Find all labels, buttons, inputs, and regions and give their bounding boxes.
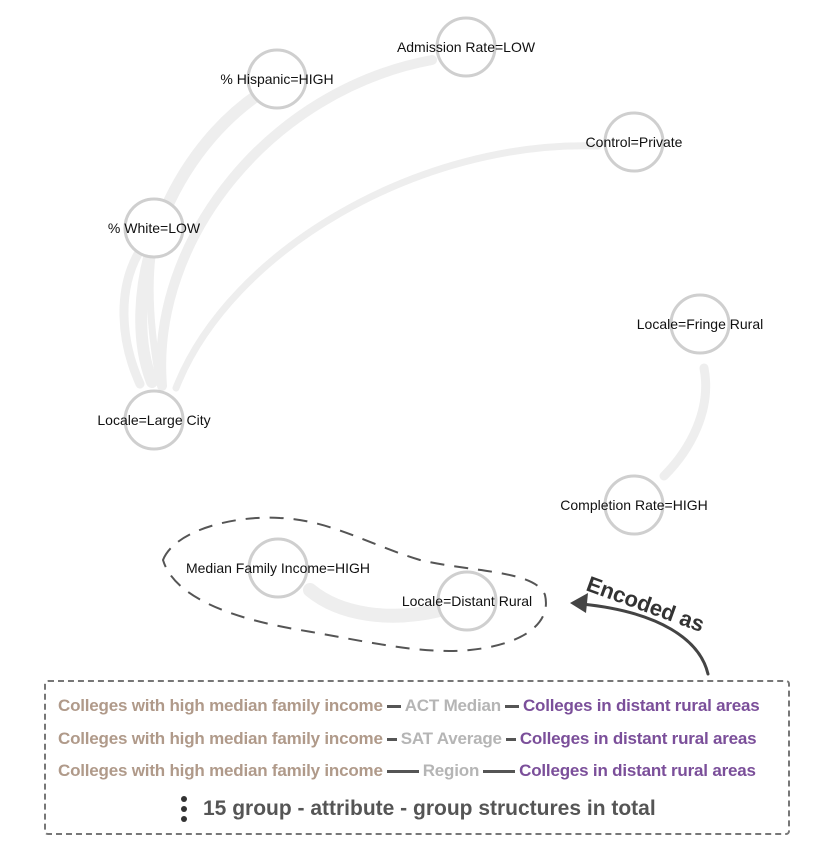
legend-row: Colleges with high median family income … — [58, 694, 760, 718]
node-large-city-label: Locale=Large City — [97, 412, 210, 428]
node-admission-label: Admission Rate=LOW — [397, 39, 536, 55]
attribute-label: Region — [422, 761, 480, 780]
group-b-label: Colleges in distant rural areas — [519, 729, 757, 748]
node-admission-circle[interactable] — [435, 16, 497, 78]
attribute-label: SAT Average — [400, 729, 502, 748]
connector — [386, 769, 419, 773]
connector — [386, 704, 401, 708]
node-distant-rural-circle[interactable] — [436, 570, 498, 632]
node-white-circle[interactable] — [123, 197, 185, 259]
structures-legend: Colleges with high median family income … — [44, 680, 790, 835]
edge-large-city-admission — [156, 55, 437, 391]
node-hispanic-label: % Hispanic=HIGH — [220, 71, 333, 87]
node-control-circle[interactable] — [603, 111, 665, 173]
encoded-as-arrow — [580, 602, 710, 676]
edges — [119, 55, 711, 623]
edge-large-city-white-2 — [146, 252, 164, 388]
node-control-label: Control=Private — [586, 134, 683, 150]
graph-diagram: Admission Rate=LOW % Hispanic=HIGH Contr… — [97, 16, 763, 676]
connector — [504, 704, 519, 708]
attribute-label: ACT Median — [404, 696, 501, 715]
node-fringe-label: Locale=Fringe Rural — [637, 316, 763, 332]
structures-total-text: 15 group - attribute - group structures … — [203, 797, 656, 820]
node-completion-circle[interactable] — [603, 474, 665, 536]
cluster-outline — [161, 516, 547, 652]
vertical-ellipsis-icon — [181, 794, 187, 824]
legend-row: Colleges with high median family income … — [58, 727, 757, 751]
node-large-city-circle[interactable] — [123, 389, 185, 451]
edge-fringe-completion — [659, 363, 711, 481]
encoded-as-label: Encoded as — [583, 571, 708, 637]
group-a-label: Colleges with high median family income — [58, 761, 383, 780]
legend-row: Colleges with high median family income … — [58, 759, 756, 783]
connector — [505, 737, 516, 741]
node-completion-label: Completion Rate=HIGH — [560, 497, 707, 513]
connector — [386, 737, 397, 741]
arrow-head-icon — [570, 593, 588, 613]
node-white-label: % White=LOW — [108, 220, 201, 236]
node-fringe-circle[interactable] — [669, 293, 731, 355]
edge-income-distant-rural — [303, 583, 447, 623]
nodes — [123, 16, 731, 632]
group-b-label: Colleges in distant rural areas — [519, 761, 756, 780]
node-median-income-circle[interactable] — [247, 537, 309, 599]
node-labels: Admission Rate=LOW % Hispanic=HIGH Contr… — [97, 39, 763, 609]
group-b-label: Colleges in distant rural areas — [522, 696, 760, 715]
edge-large-city-control — [172, 142, 602, 392]
node-distant-rural-label: Locale=Distant Rural — [402, 593, 532, 609]
node-median-income-label: Median Family Income=HIGH — [186, 560, 370, 576]
node-hispanic-circle[interactable] — [246, 48, 308, 110]
connector — [483, 769, 516, 773]
group-a-label: Colleges with high median family income — [58, 696, 383, 715]
structures-total: 15 group - attribute - group structures … — [181, 794, 656, 824]
group-a-label: Colleges with high median family income — [58, 729, 383, 748]
edge-large-city-white — [119, 249, 145, 389]
